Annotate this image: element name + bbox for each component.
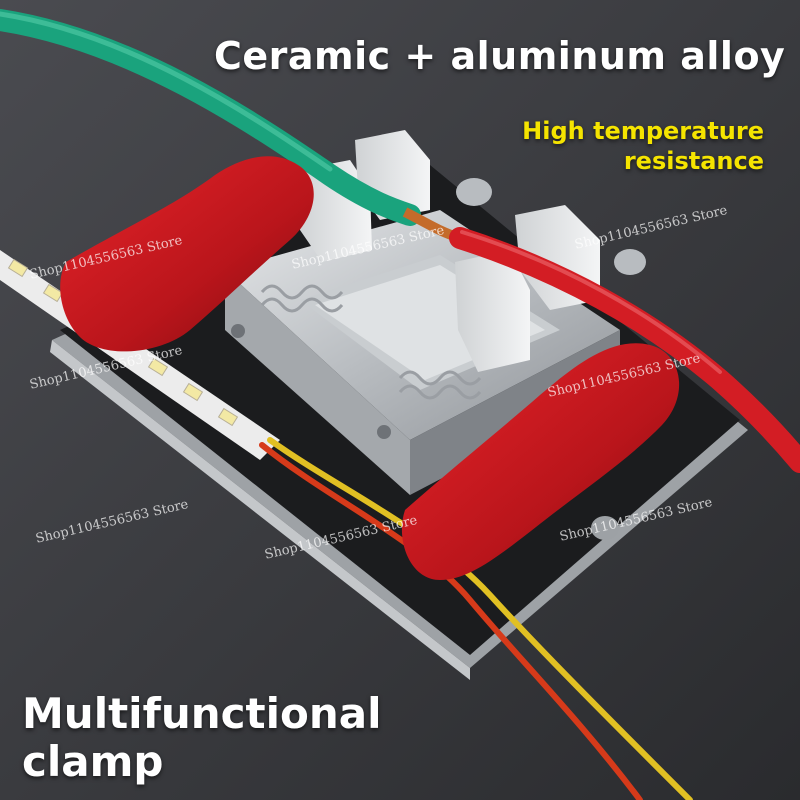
red-wire xyxy=(449,227,800,473)
compression-springs xyxy=(260,284,482,400)
heat-resistance-line-1: High temperature xyxy=(522,117,764,145)
heat-resistance-line-2: resistance xyxy=(623,147,764,175)
signal-wires xyxy=(259,437,693,800)
green-wire xyxy=(0,9,421,226)
red-clamp-levers xyxy=(60,156,680,580)
bottom-caption-line-2: clamp xyxy=(22,737,164,786)
title-caption: Ceramic + aluminum alloy xyxy=(214,34,786,78)
heat-resistance-caption: High temperature resistance xyxy=(522,116,764,176)
bottom-caption-line-1: Multifunctional xyxy=(22,689,382,738)
thumb-screws xyxy=(231,178,646,540)
bottom-caption: Multifunctional clamp xyxy=(22,690,382,786)
